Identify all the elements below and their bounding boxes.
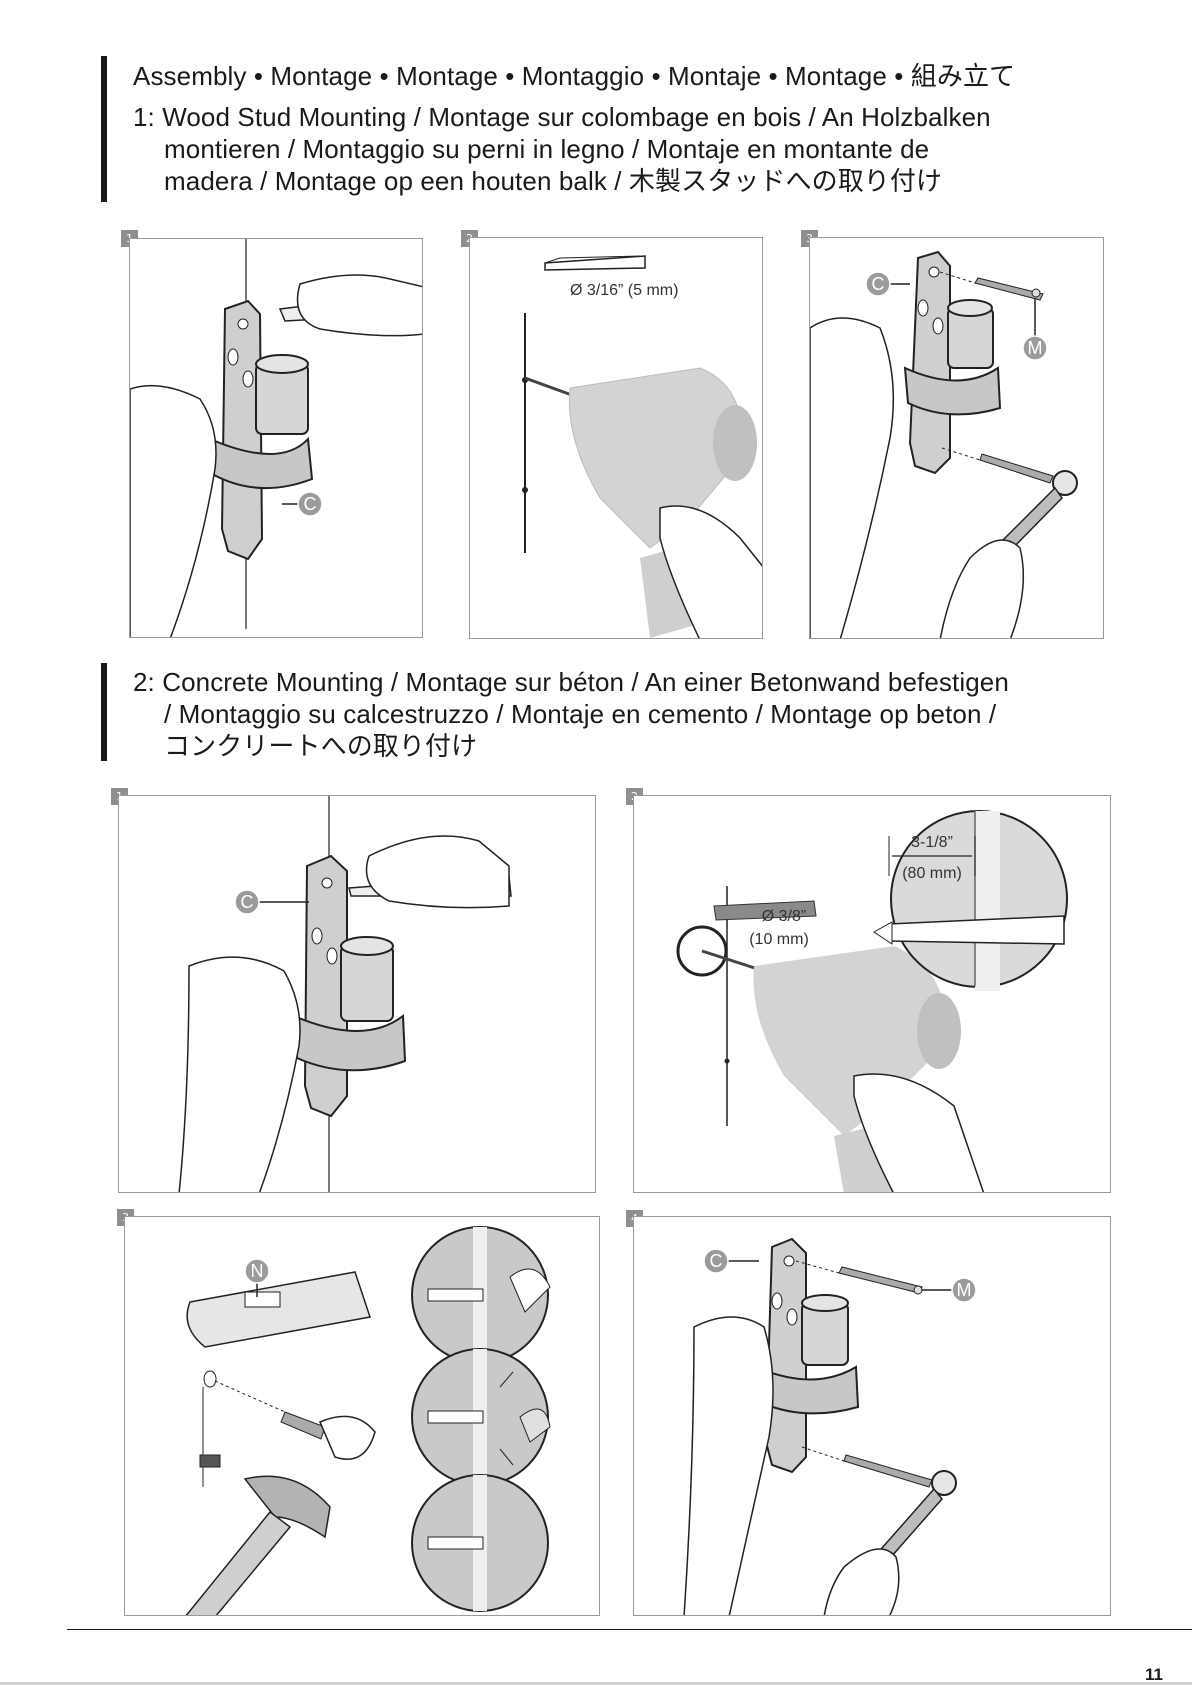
footer-rule [67,1629,1192,1630]
section-2-heading: 2: Concrete Mounting / Montage sur béton… [133,666,1009,762]
concrete-drill-illustration: 3-1/8” (80 mm) Ø 3/8” (10 mm) [634,796,1111,1193]
step-2-title-line1: 2: Concrete Mounting / Montage sur béton… [133,666,1009,698]
part-label-n: N [251,1261,264,1281]
drill-size-label: Ø 3/16” (5 mm) [570,282,678,299]
screw-mounting-illustration: C M [810,238,1104,639]
part-label-c: C [241,892,254,912]
wood-step-1-panel: C [129,238,423,638]
step-2-title-line3: コンクリートへの取り付け [133,730,1009,762]
step-1-title-line3: madera / Montage op een houten balk / 木製… [133,165,1015,197]
screw-mounting-illustration: M C [634,1217,1111,1616]
depth-label: 3-1/8” [911,834,953,851]
wood-step-3-panel: C M [809,237,1104,639]
part-label-m: M [1028,338,1043,358]
anchor-insert-illustration: N [125,1217,600,1616]
wood-step-2-panel: Ø 3/16” (5 mm) [469,237,763,639]
part-label-c: C [872,274,885,294]
concrete-step-3-panel: N [124,1216,600,1616]
step-1-title-line1: 1: Wood Stud Mounting / Montage sur colo… [133,101,1015,133]
drill-illustration: Ø 3/16” (5 mm) [470,238,763,639]
concrete-step-1-panel: C [118,795,596,1193]
section-2-bar [101,663,107,761]
mark-bracket-illustration: C [130,239,423,638]
depth-mm-label: (80 mm) [902,865,962,882]
step-2-title-line2: / Montaggio su calcestruzzo / Montaje en… [133,698,1009,730]
concrete-step-2-panel: 3-1/8” (80 mm) Ø 3/8” (10 mm) [633,795,1111,1193]
concrete-drill-size-label: Ø 3/8” [762,908,806,925]
assembly-title: Assembly • Montage • Montage • Montaggio… [133,60,1015,92]
concrete-step-4-panel: M C [633,1216,1111,1616]
concrete-drill-mm-label: (10 mm) [749,931,809,948]
part-label-m: M [957,1280,972,1300]
part-label-c: C [710,1251,723,1271]
step-1-title-line2: montieren / Montaggio su perni in legno … [133,133,1015,165]
section-1-heading: Assembly • Montage • Montage • Montaggio… [133,60,1015,197]
mark-bracket-illustration: C [119,796,596,1193]
section-1-bar [101,56,107,202]
part-label-c: C [304,494,317,514]
